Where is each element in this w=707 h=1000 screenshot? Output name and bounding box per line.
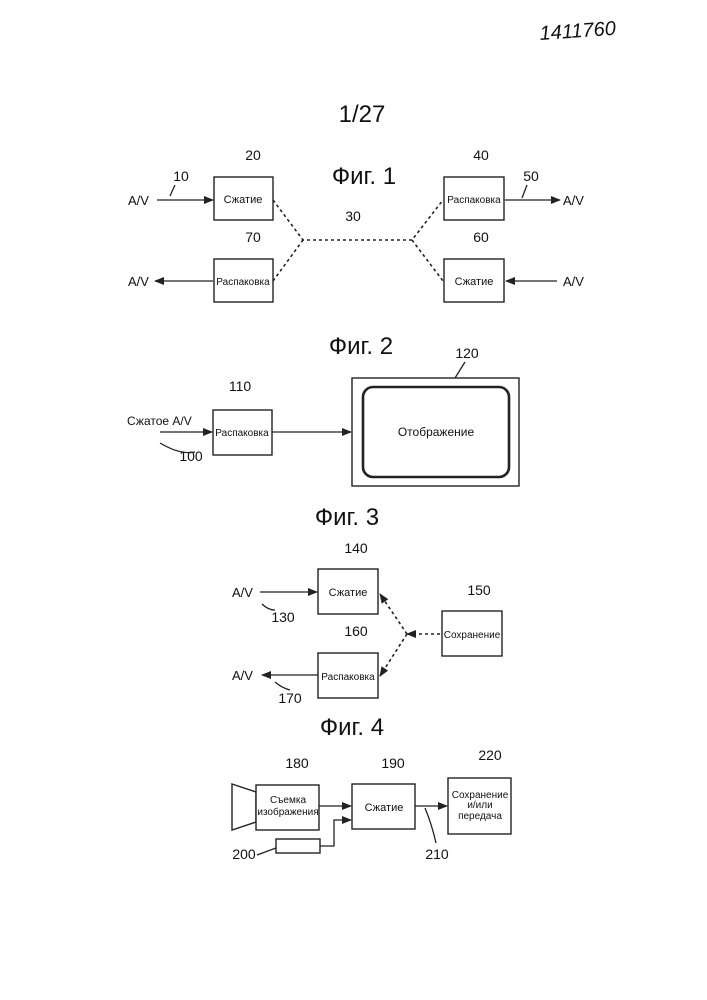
- fig4-ref-200: 200: [232, 846, 256, 862]
- box-180-label-1: Съемка: [270, 795, 307, 806]
- leader-120: [455, 362, 465, 378]
- fig1-ref-60: 60: [473, 229, 489, 245]
- fig1-ref-70: 70: [245, 229, 261, 245]
- fig1-title: Фиг. 1: [332, 163, 396, 190]
- leader-50: [522, 185, 527, 198]
- document-number: 1411760: [539, 18, 617, 45]
- fig3-av-out: A/V: [232, 668, 253, 683]
- leader-210: [425, 808, 436, 843]
- box-200-sensor: [276, 839, 320, 853]
- fig2-title: Фиг. 2: [329, 333, 393, 360]
- fig1-ref-10: 10: [173, 168, 189, 184]
- box-220-label-3: передача: [458, 811, 502, 822]
- box-140-label: Сжатие: [329, 587, 368, 599]
- fig1-av-out-left: A/V: [128, 274, 149, 289]
- leader-170: [275, 682, 290, 690]
- fig4-ref-190: 190: [381, 755, 405, 771]
- box-20-label: Сжатие: [224, 194, 263, 206]
- box-160-label: Распаковка: [321, 672, 375, 683]
- fig1-av-in-left: A/V: [128, 193, 149, 208]
- leader-200: [257, 848, 276, 855]
- fig4-ref-210: 210: [425, 846, 449, 862]
- box-60-label: Сжатие: [455, 276, 494, 288]
- fig1-ref-40: 40: [473, 147, 489, 163]
- fig1-ref-50: 50: [523, 168, 539, 184]
- fig1-av-in-right: A/V: [563, 274, 584, 289]
- sheet-number: 1/27: [339, 101, 386, 128]
- fig1-av-out-right: A/V: [563, 193, 584, 208]
- channel-30-bottom: [273, 240, 443, 281]
- fig2-ref-100: 100: [179, 448, 203, 464]
- box-70-label: Распаковка: [216, 277, 270, 288]
- box-180-label-2: изображения: [257, 806, 318, 818]
- leader-10: [170, 185, 175, 196]
- fig1-ref-20: 20: [245, 147, 261, 163]
- fig2-input-label: Сжатое A/V: [127, 414, 192, 428]
- fig4-title: Фиг. 4: [320, 714, 384, 741]
- fig4-ref-220: 220: [478, 747, 502, 763]
- display-label: Отображение: [398, 425, 475, 439]
- fig3-ref-130: 130: [271, 609, 295, 625]
- fig2-ref-120: 120: [455, 345, 479, 361]
- fig3-ref-150: 150: [467, 582, 491, 598]
- arrow-200-to-compress: [320, 820, 351, 846]
- box-40-label: Распаковка: [447, 195, 501, 206]
- dash-hub-to-decompress: [380, 634, 407, 676]
- box-220-label-2: и/или: [467, 800, 492, 811]
- dash-hub-to-compress: [380, 594, 407, 634]
- fig3-title: Фиг. 3: [315, 504, 379, 531]
- fig4-ref-180: 180: [285, 755, 309, 771]
- fig3-ref-170: 170: [278, 690, 302, 706]
- box-190-label: Сжатие: [365, 802, 404, 814]
- fig3-av-in: A/V: [232, 585, 253, 600]
- fig3-ref-140: 140: [344, 540, 368, 556]
- fig3-ref-160: 160: [344, 623, 368, 639]
- fig1-ref-30: 30: [345, 208, 361, 224]
- fig2-ref-110: 110: [229, 378, 252, 394]
- box-110-label: Распаковка: [215, 428, 269, 439]
- box-150-label: Сохранение: [444, 630, 501, 641]
- camera-lens-icon: [232, 784, 256, 830]
